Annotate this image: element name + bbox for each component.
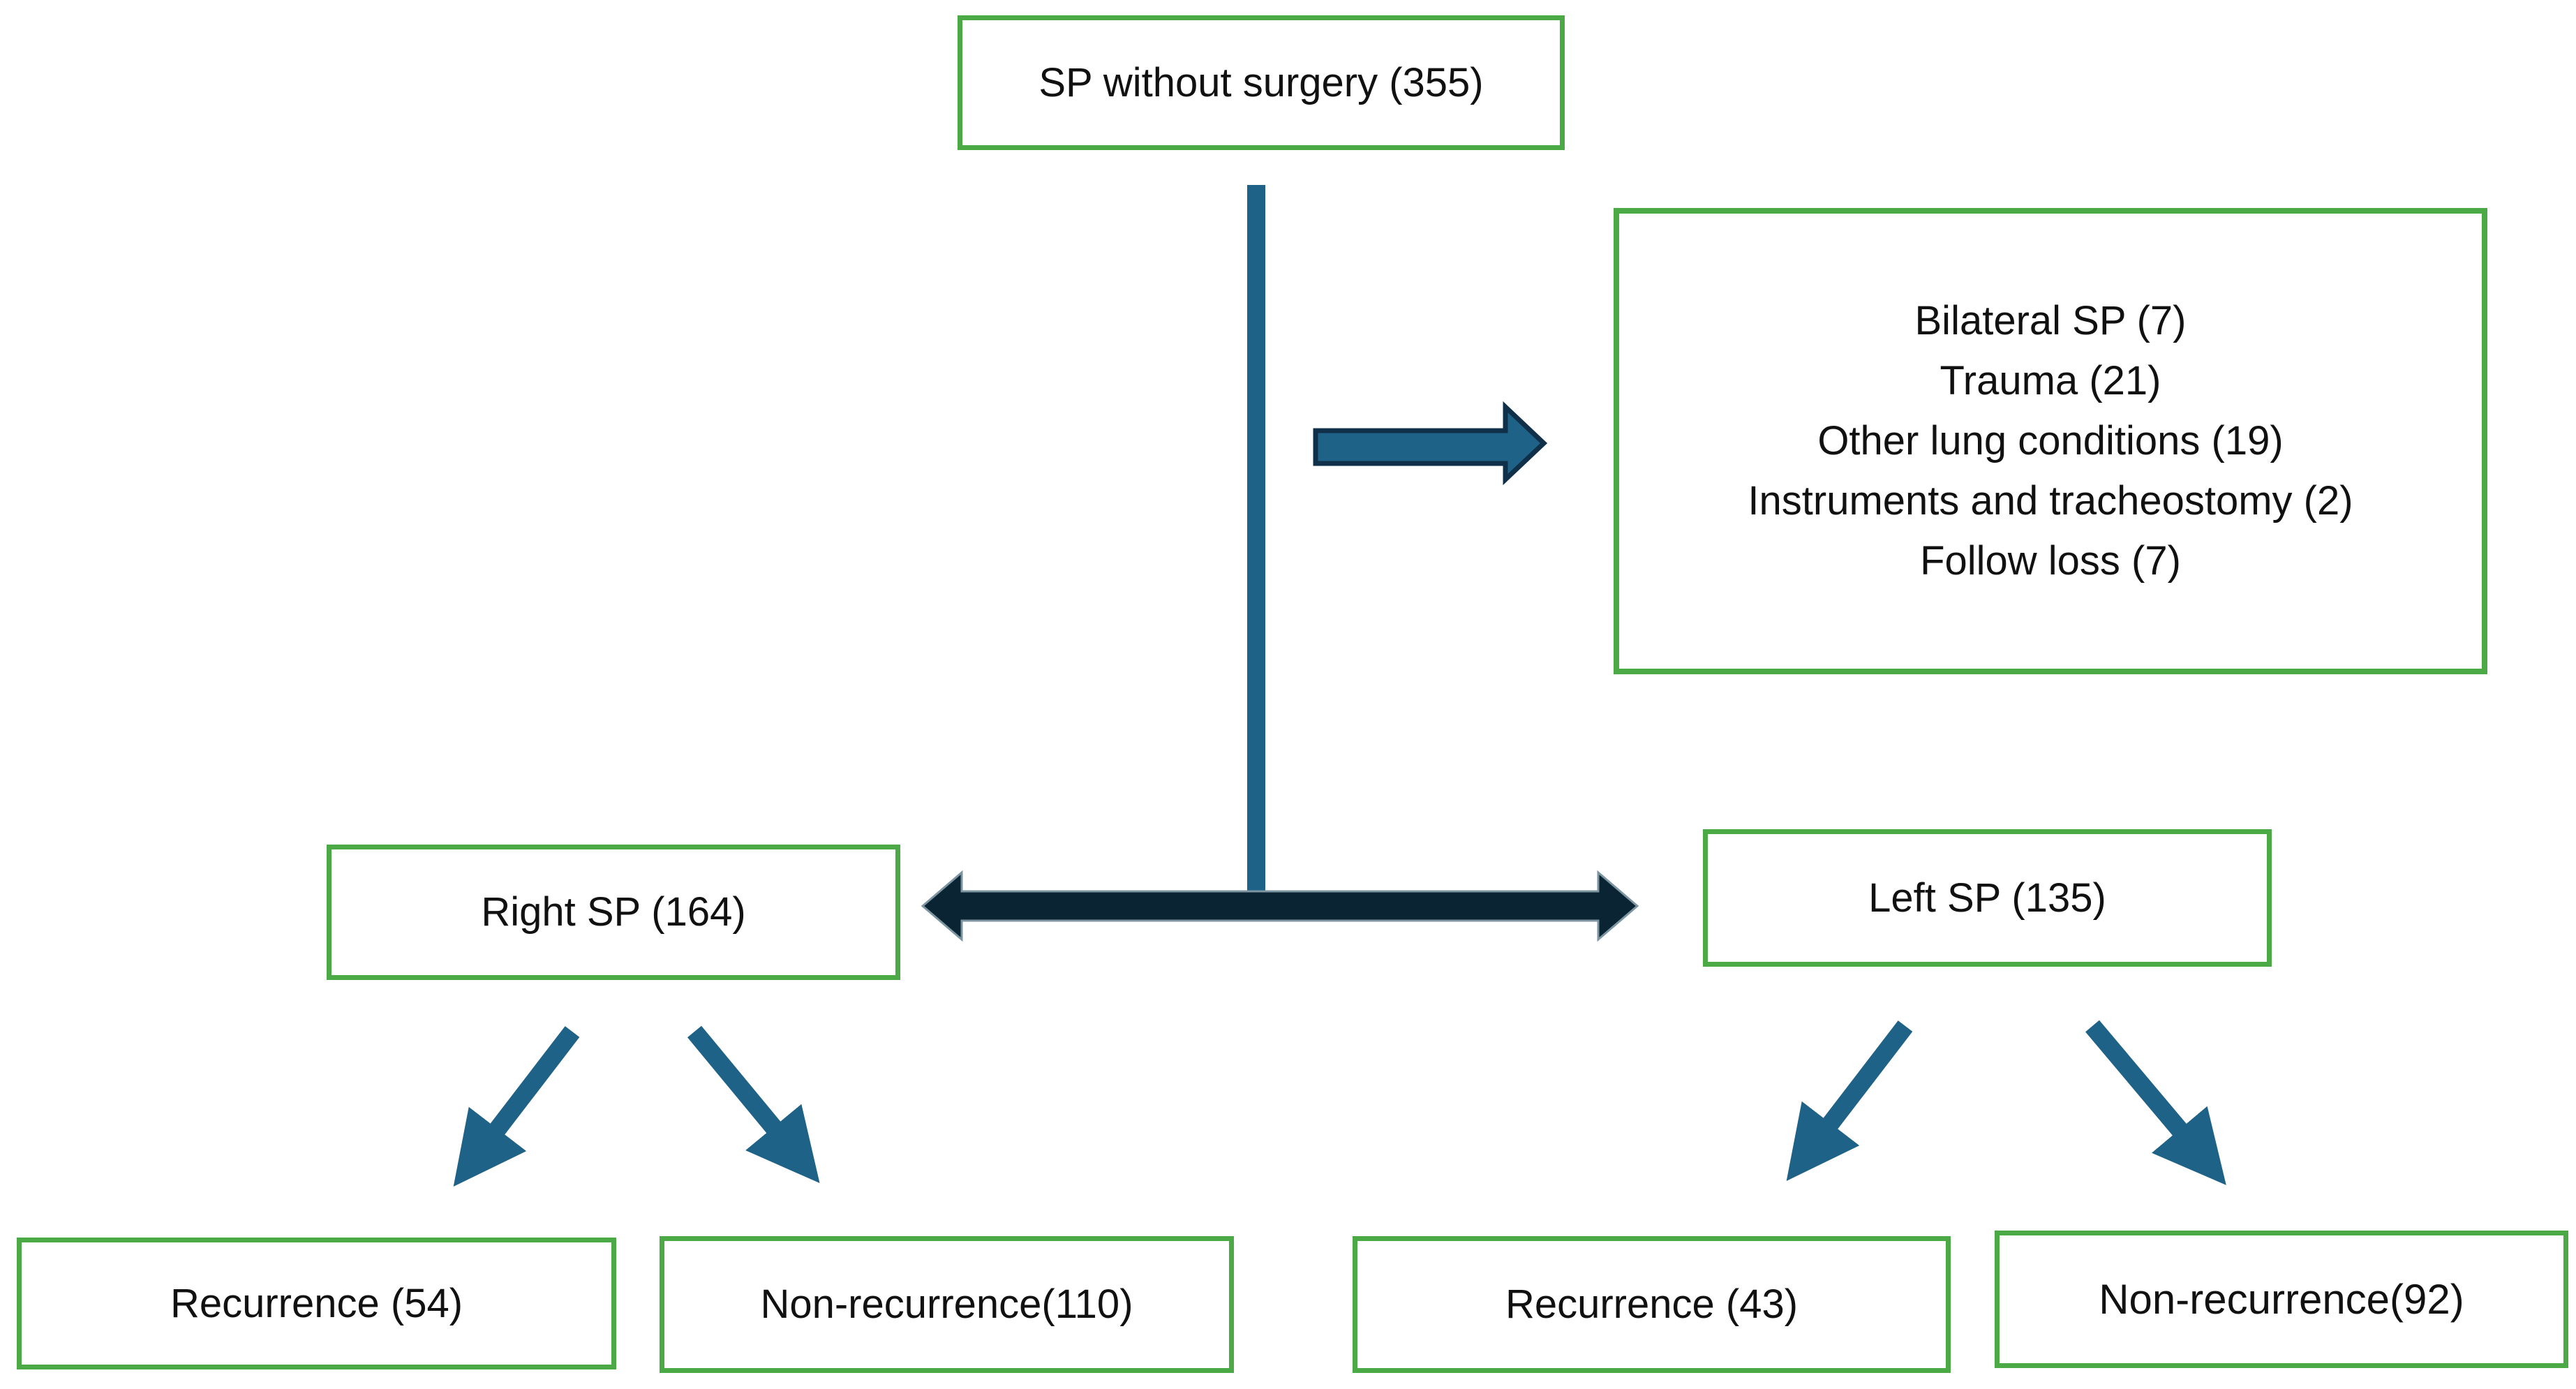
node-recurrence-left: Recurrence (43): [1353, 1236, 1951, 1373]
exclusion-line: Other lung conditions (19): [1817, 418, 2284, 463]
exclusion-line: Trauma (21): [1940, 358, 2161, 403]
arrow-right-sp-to-non-recurrence-icon: [687, 1025, 820, 1184]
node-left-sp-label: Left SP (135): [1868, 875, 2106, 921]
node-sp-without-surgery: SP without surgery (355): [958, 15, 1565, 150]
node-non-recurrence-right: Non-recurrence(110): [660, 1236, 1234, 1373]
node-left-sp: Left SP (135): [1703, 829, 2272, 967]
node-exclusions: Bilateral SP (7) Trauma (21) Other lung …: [1614, 208, 2487, 674]
node-non-recurrence-left-label: Non-recurrence(92): [2099, 1275, 2464, 1323]
exclusion-line: Bilateral SP (7): [1914, 298, 2187, 343]
arrow-left-sp-to-recurrence-icon: [1786, 1020, 1913, 1182]
exclusions-arrow-icon: [1313, 401, 1548, 486]
node-non-recurrence-left: Non-recurrence(92): [1995, 1231, 2568, 1368]
node-recurrence-right-label: Recurrence (54): [170, 1280, 463, 1326]
node-non-recurrence-right-label: Non-recurrence(110): [760, 1282, 1133, 1328]
bidirectional-arrow-icon: [921, 870, 1639, 942]
exclusion-line: Instruments and tracheostomy (2): [1748, 478, 2353, 523]
arrow-right-sp-to-recurrence-icon: [453, 1026, 580, 1187]
node-sp-without-surgery-label: SP without surgery (355): [1038, 59, 1484, 105]
node-right-sp: Right SP (164): [327, 845, 900, 980]
exclusion-line: Follow loss (7): [1920, 538, 2181, 584]
arrow-left-sp-to-non-recurrence-icon: [2085, 1020, 2226, 1185]
node-recurrence-left-label: Recurrence (43): [1505, 1282, 1799, 1328]
node-recurrence-right: Recurrence (54): [17, 1238, 616, 1369]
node-right-sp-label: Right SP (164): [481, 889, 746, 935]
